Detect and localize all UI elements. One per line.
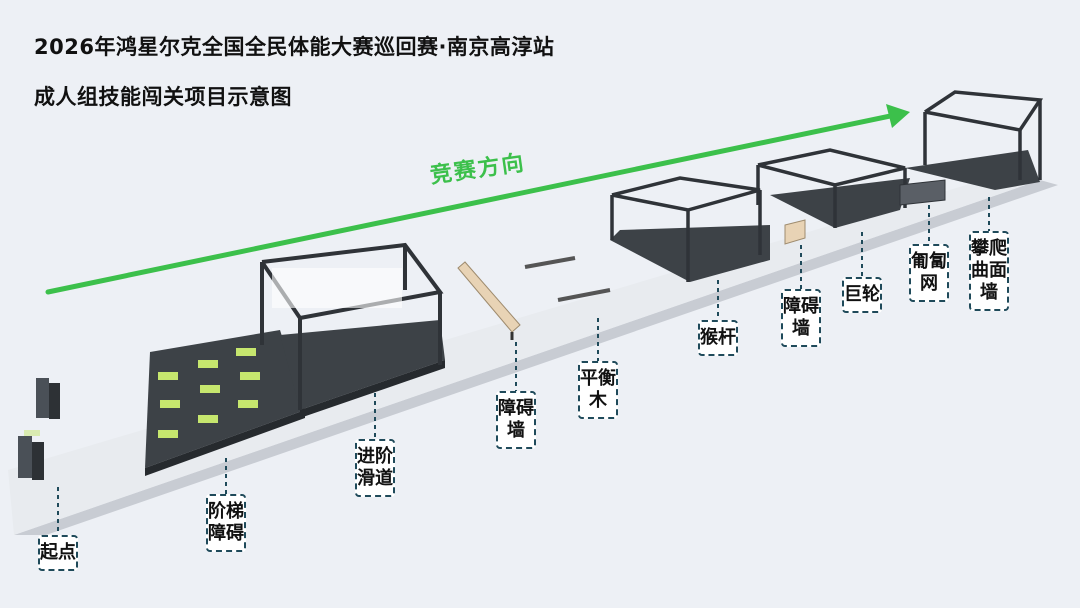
station-label-obstacle-wall-1: 障碍墙 xyxy=(496,391,536,449)
station-label-crawl-net: 匍匐网 xyxy=(909,244,949,302)
balance-beam-model xyxy=(525,258,610,300)
page-subtitle: 成人组技能闯关项目示意图 xyxy=(34,81,292,111)
station-label-monkey-bars: 猴杆 xyxy=(698,320,738,356)
station-label-advanced-slide: 进阶滑道 xyxy=(355,439,395,497)
station-label-climb-curved-wall: 攀爬曲面墙 xyxy=(969,231,1009,311)
station-label-giant-wheel: 巨轮 xyxy=(842,277,882,313)
station-label-obstacle-wall-2: 障碍墙 xyxy=(781,289,821,347)
station-label-balance-beam: 平衡木 xyxy=(578,361,618,419)
page-title: 2026年鸿星尔克全国全民体能大赛巡回赛·南京高淳站 xyxy=(34,31,554,61)
station-label-start: 起点 xyxy=(38,535,78,571)
climb-curved-wall-structure xyxy=(905,92,1040,190)
monkey-bars-structure xyxy=(610,178,770,282)
crawl-net-model xyxy=(900,180,945,205)
station-label-stair-obstacle: 阶梯障碍 xyxy=(206,494,246,552)
